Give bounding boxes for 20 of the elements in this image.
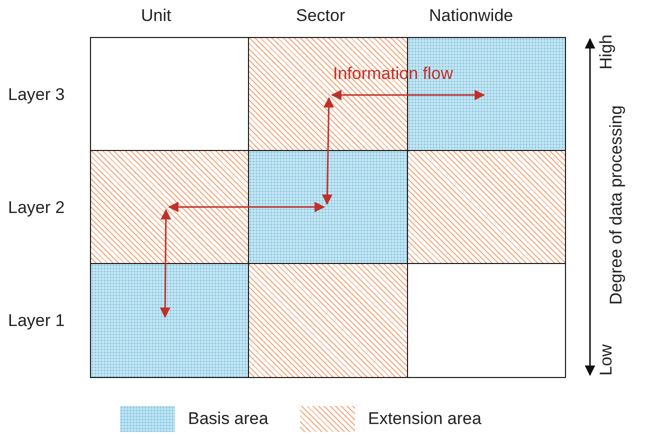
axis-label: Low	[596, 344, 616, 376]
row-heading: Layer 2	[8, 198, 65, 218]
row-heading: Layer 1	[8, 311, 65, 331]
arrow	[330, 90, 486, 100]
extension-area-cell	[248, 263, 408, 378]
arrow	[322, 96, 334, 206]
column-heading: Unit	[141, 6, 172, 26]
extension-area-cell	[90, 150, 249, 264]
basis-area-cell	[90, 263, 249, 378]
legend-label: Basis area	[188, 409, 268, 429]
basis-area-cell	[248, 150, 408, 264]
axis-title: Degree of data processing	[606, 105, 626, 305]
row-heading: Layer 3	[8, 85, 65, 105]
arrow	[160, 208, 172, 318]
legend-label: Extension area	[368, 409, 482, 429]
column-heading: Sector	[296, 6, 346, 26]
extension-area-cell	[407, 150, 566, 264]
arrow	[168, 202, 326, 212]
column-heading: Nationwide	[429, 6, 514, 26]
axis-label: High	[596, 34, 616, 70]
